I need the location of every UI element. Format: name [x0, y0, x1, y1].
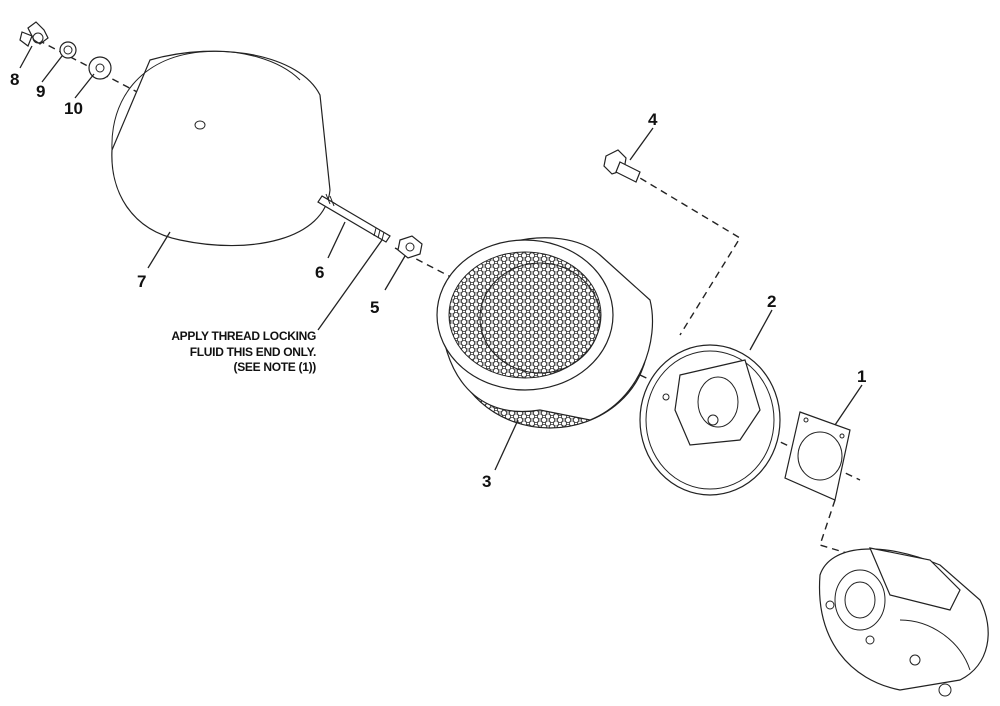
leader-line-5	[384, 255, 406, 291]
bolt-path-line	[629, 171, 741, 336]
leader-line-4	[629, 127, 654, 161]
assembly-axis-line-center	[394, 247, 861, 481]
cover-part-7	[111, 50, 331, 247]
leader-line-1	[834, 384, 863, 426]
callout-9: 9	[36, 82, 45, 101]
callout-10: 10	[64, 99, 83, 118]
leader-line-3	[494, 419, 519, 471]
base-plate-part-2	[639, 344, 781, 496]
callout-3: 3	[482, 472, 491, 491]
lock-washer-part-9	[59, 41, 77, 59]
bolt-part-4	[603, 149, 641, 183]
callout-2: 2	[767, 292, 776, 311]
filter-element-part-3	[436, 237, 654, 429]
leader-line-2	[749, 309, 773, 351]
leader-line-9	[41, 55, 63, 83]
callout-6: 6	[315, 263, 324, 282]
flat-washer-part-10	[88, 56, 112, 80]
callout-7: 7	[137, 272, 146, 291]
carburetor-housing	[818, 547, 989, 697]
wing-nut-part-8	[19, 21, 49, 47]
gasket-to-housing-line	[819, 499, 871, 561]
note-line-3: (SEE NOTE (1))	[234, 360, 317, 374]
stud-part-6	[317, 193, 391, 243]
gasket-part-1	[784, 411, 851, 501]
callout-5: 5	[370, 298, 379, 317]
nut-part-5	[397, 235, 423, 259]
callout-1: 1	[857, 367, 866, 386]
callout-8: 8	[10, 70, 19, 89]
leader-line-8	[19, 45, 33, 69]
note-line-2: FLUID THIS END ONLY.	[190, 345, 316, 359]
note-line-1: APPLY THREAD LOCKING	[171, 329, 316, 343]
leader-line-7	[147, 231, 171, 269]
leader-line-6	[327, 221, 346, 259]
callout-4: 4	[648, 110, 658, 129]
leader-line-10	[74, 73, 95, 99]
leader-line-note	[317, 239, 383, 331]
